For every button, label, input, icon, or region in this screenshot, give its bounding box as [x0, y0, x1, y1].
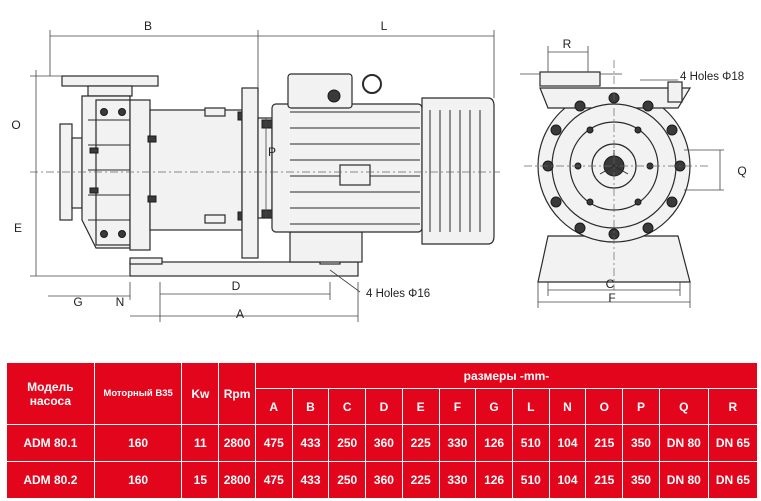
table-cell: 225	[401, 461, 440, 499]
front-view: R Q C F 4 Holes Φ18	[520, 37, 747, 308]
dim-label-q: Q	[737, 164, 746, 178]
table-cell: ADM 80.1	[6, 424, 95, 462]
table-cell: 350	[622, 461, 660, 499]
header-model: Модель насоса	[6, 362, 95, 425]
table-cell: 510	[511, 424, 550, 462]
table-cell: 350	[622, 424, 660, 462]
table-cell: 433	[291, 461, 330, 499]
table-cell: 475	[254, 424, 293, 462]
table-cell: DN 80	[658, 424, 709, 462]
base-holes-note: 4 Holes Φ16	[366, 288, 430, 300]
dim-label-n: N	[116, 295, 125, 309]
baseplate	[129, 261, 359, 277]
table-cell: DN 65	[707, 424, 759, 462]
table-cell: 126	[475, 461, 513, 499]
table-cell: 360	[365, 461, 403, 499]
motor-flange	[241, 87, 259, 259]
fan-cover	[421, 97, 495, 245]
flange-holes-note: 4 Holes Φ18	[680, 71, 744, 83]
header-size-col: R	[707, 388, 759, 425]
table-cell: 160	[93, 461, 183, 499]
table-cell: 330	[438, 461, 477, 499]
table-cell: 510	[511, 461, 550, 499]
table-cell: 225	[401, 424, 440, 462]
dim-label-a: A	[236, 307, 244, 321]
header-kw: Kw	[181, 362, 220, 425]
header-size-col: N	[548, 388, 587, 425]
header-size-col: Q	[658, 388, 709, 425]
table-cell: 160	[93, 424, 183, 462]
table-cell: 330	[438, 424, 477, 462]
front-discharge-flange	[539, 71, 601, 87]
table-row: ADM 80.2 160 15 2800 475 433 250 360 225…	[6, 461, 759, 499]
table-cell: 15	[181, 461, 220, 499]
header-motor: Моторный B35	[93, 362, 183, 425]
table-cell: ADM 80.2	[6, 461, 95, 499]
table-cell: 11	[181, 424, 220, 462]
table-cell: 433	[291, 424, 330, 462]
terminal-box	[287, 73, 353, 109]
header-size-col: A	[254, 388, 293, 425]
dim-label-d: D	[232, 279, 241, 293]
header-size-col: F	[438, 388, 477, 425]
table-cell: 2800	[218, 461, 256, 499]
dim-label-l: L	[381, 19, 388, 33]
table-cell: 360	[365, 424, 403, 462]
header-size-col: C	[328, 388, 367, 425]
header-sizes: размеры -mm-	[254, 362, 759, 389]
header-rpm: Rpm	[218, 362, 256, 425]
header-size-col: B	[291, 388, 330, 425]
lifting-eye	[362, 74, 382, 94]
dim-label-b: B	[144, 19, 152, 33]
dim-label-e: E	[14, 221, 22, 235]
nameplate	[339, 164, 371, 186]
table-cell: 215	[585, 461, 624, 499]
table-cell: DN 80	[658, 461, 709, 499]
table-cell: 104	[548, 461, 587, 499]
dim-label-f: F	[608, 291, 615, 305]
table-row: ADM 80.1 160 11 2800 475 433 250 360 225…	[6, 424, 759, 462]
table-cell: 250	[328, 424, 367, 462]
dim-label-c: C	[606, 277, 615, 291]
dim-label-p: P	[268, 145, 276, 159]
dim-label-o: O	[11, 118, 20, 132]
specification-table: Модель насоса Моторный B35 Kw Rpm размер…	[6, 362, 759, 499]
header-size-col: O	[585, 388, 624, 425]
bearing-bracket	[149, 109, 243, 231]
table-cell: DN 65	[707, 461, 759, 499]
table-cell: 475	[254, 461, 293, 499]
header-size-col: P	[622, 388, 660, 425]
header-size-col: D	[365, 388, 403, 425]
side-view: B L O E P G N D A 4 Holes Φ16	[11, 19, 500, 322]
table-cell: 215	[585, 424, 624, 462]
header-size-col: G	[475, 388, 513, 425]
dim-label-g: G	[73, 295, 82, 309]
table-cell: 104	[548, 424, 587, 462]
table-cell: 250	[328, 461, 367, 499]
table-cell: 126	[475, 424, 513, 462]
dim-label-r: R	[563, 37, 572, 51]
table-cell: 2800	[218, 424, 256, 462]
header-size-col: E	[401, 388, 440, 425]
header-size-col: L	[511, 388, 550, 425]
discharge-flange	[61, 75, 159, 87]
pump-dimension-drawing: B L O E P G N D A 4 Holes Φ16	[11, 19, 747, 322]
